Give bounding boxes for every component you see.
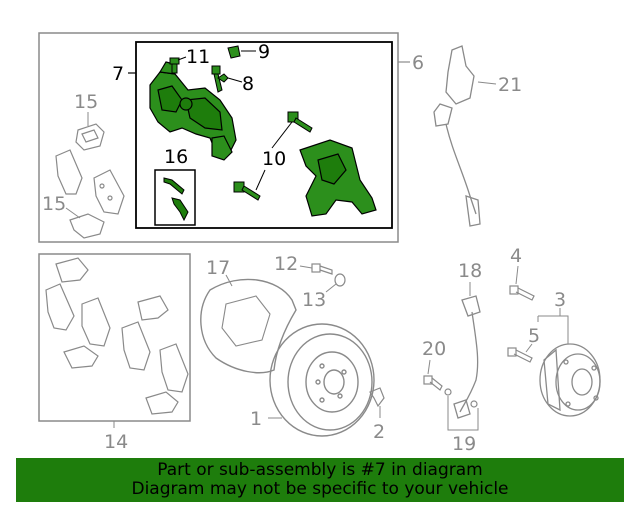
wheel-speed-harness-18 xyxy=(453,295,481,419)
callout-18: 18 xyxy=(458,260,482,282)
callout-14: 14 xyxy=(104,431,128,453)
callout-10: 10 xyxy=(262,148,286,170)
callout-19: 19 xyxy=(452,433,476,455)
callout-15-lower: 15 xyxy=(42,193,66,215)
leader-5 xyxy=(525,343,533,353)
bolt-11 xyxy=(169,57,180,74)
assembly-7-frame xyxy=(135,41,393,229)
pad-hardware-15-lower xyxy=(69,213,105,239)
leader-11 xyxy=(177,56,187,61)
leader-12 xyxy=(299,265,313,269)
wheel-hub-3 xyxy=(539,343,601,417)
callout-3: 3 xyxy=(554,289,566,311)
caliper-assembly xyxy=(149,61,237,161)
callout-21: 21 xyxy=(498,74,522,96)
pad-kit-14-frame xyxy=(38,253,191,422)
leader-19 xyxy=(447,396,479,431)
leader-10a xyxy=(271,121,293,149)
callout-1: 1 xyxy=(250,408,262,430)
brake-pads-pair xyxy=(55,149,125,215)
callout-7: 7 xyxy=(112,63,124,85)
clip-2 xyxy=(369,387,385,408)
leader-13 xyxy=(325,283,337,293)
pad-kit-contents xyxy=(45,257,189,415)
pad-hardware-15-upper xyxy=(75,123,105,151)
callout-6: 6 xyxy=(412,52,424,74)
clips-19 xyxy=(444,388,478,408)
guide-pin-8 xyxy=(211,65,229,93)
callout-8: 8 xyxy=(242,73,254,95)
callout-12: 12 xyxy=(274,253,298,275)
callout-20: 20 xyxy=(422,338,446,360)
caliper-bracket xyxy=(299,139,377,217)
callout-5: 5 xyxy=(528,325,540,347)
brake-rotor-1 xyxy=(269,323,375,437)
bolt-20 xyxy=(423,375,443,391)
banner-line-1: Part or sub-assembly is #7 in diagram xyxy=(157,460,483,480)
leader-4 xyxy=(515,265,519,285)
callout-17: 17 xyxy=(206,257,230,279)
bolt-12 xyxy=(311,263,333,275)
callout-9: 9 xyxy=(258,41,270,63)
dust-cap-9 xyxy=(227,45,241,59)
dust-shield-17-detail xyxy=(221,295,271,347)
washer-13 xyxy=(334,273,346,287)
leader-21 xyxy=(477,81,497,85)
banner-line-2: Diagram may not be specific to your vehi… xyxy=(131,479,509,499)
callout-16: 16 xyxy=(164,146,188,168)
dust-shield-17 xyxy=(200,278,297,374)
leader-10b xyxy=(255,169,266,191)
assembly-6-frame xyxy=(38,32,399,243)
leader-20 xyxy=(427,359,431,375)
leader-15-lower xyxy=(65,207,81,219)
leader-3 xyxy=(537,315,569,344)
leader-8 xyxy=(227,77,243,83)
info-banner: Part or sub-assembly is #7 in diagram Di… xyxy=(16,458,624,502)
clip-upper xyxy=(163,177,185,195)
leader-17 xyxy=(225,274,233,287)
callout-4: 4 xyxy=(510,245,522,267)
hub-bolt-5 xyxy=(507,347,533,363)
callout-11: 11 xyxy=(186,46,210,68)
callout-13: 13 xyxy=(302,289,326,311)
callout-15-upper: 15 xyxy=(74,91,98,113)
clip-kit-16-frame xyxy=(154,169,196,226)
bolt-10-lower xyxy=(233,181,261,201)
abs-sensor-21 xyxy=(433,45,481,227)
bolt-10-upper xyxy=(287,111,313,133)
callout-2: 2 xyxy=(373,421,385,443)
clip-lower xyxy=(171,197,189,222)
hub-bolt-4 xyxy=(509,285,535,301)
